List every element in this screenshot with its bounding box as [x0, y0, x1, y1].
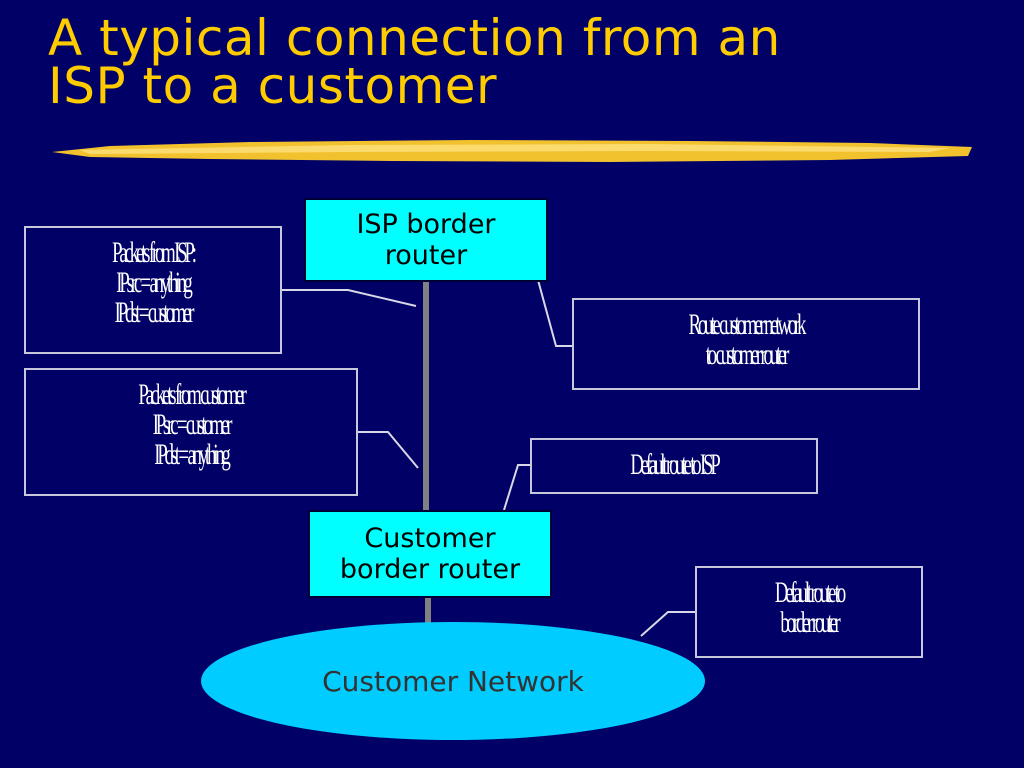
callout-line: IPdst = anything — [154, 438, 231, 471]
callout-packets-from-isp: Packets from ISP: IPsrc = anything IPdst… — [24, 226, 282, 354]
callout-line: to customer router — [705, 338, 790, 371]
customer-router-label-1: Customer — [364, 523, 496, 554]
callout-line: Default route to — [774, 576, 846, 609]
title-line-1: A typical connection from an — [48, 9, 781, 67]
customer-network-label: Customer Network — [322, 664, 584, 698]
callout-packets-from-customer: Packets from customer IPsrc = customer I… — [24, 368, 358, 496]
isp-router-label-1: ISP border — [356, 209, 496, 240]
callout-line: Route customer network — [688, 308, 807, 341]
leader-default-route-border — [640, 611, 697, 637]
leader-packets-from-customer — [357, 431, 419, 469]
callout-default-route-border: Default route to border router — [695, 566, 923, 658]
callout-line: IPdst = customer — [114, 296, 195, 329]
callout-line: IPsrc = anything — [116, 266, 193, 299]
slide-title: A typical connection from an ISP to a cu… — [48, 9, 948, 115]
isp-border-router[interactable]: ISP border router — [304, 198, 548, 282]
callout-line: Packets from ISP: — [112, 236, 197, 269]
title-line-2: ISP to a customer — [48, 57, 498, 115]
title-underline-brushstroke — [52, 140, 972, 162]
callout-route-customer-network: Route customer network to customer route… — [572, 298, 920, 390]
callout-line: Default route to ISP — [630, 448, 720, 481]
leader-route-customer-network — [537, 279, 574, 347]
isp-router-label-2: router — [384, 240, 468, 271]
leader-default-route-isp — [503, 464, 532, 511]
customer-network[interactable]: Customer Network — [201, 622, 705, 740]
callout-line: border router — [780, 606, 840, 639]
leader-packets-from-isp — [280, 289, 417, 307]
customer-router-label-2: border router — [339, 554, 521, 585]
callout-default-route-isp: Default route to ISP — [530, 438, 818, 494]
customer-border-router[interactable]: Customer border router — [308, 510, 552, 598]
callout-line: Packets from customer — [138, 378, 246, 411]
callout-line: IPsrc = customer — [152, 408, 233, 441]
